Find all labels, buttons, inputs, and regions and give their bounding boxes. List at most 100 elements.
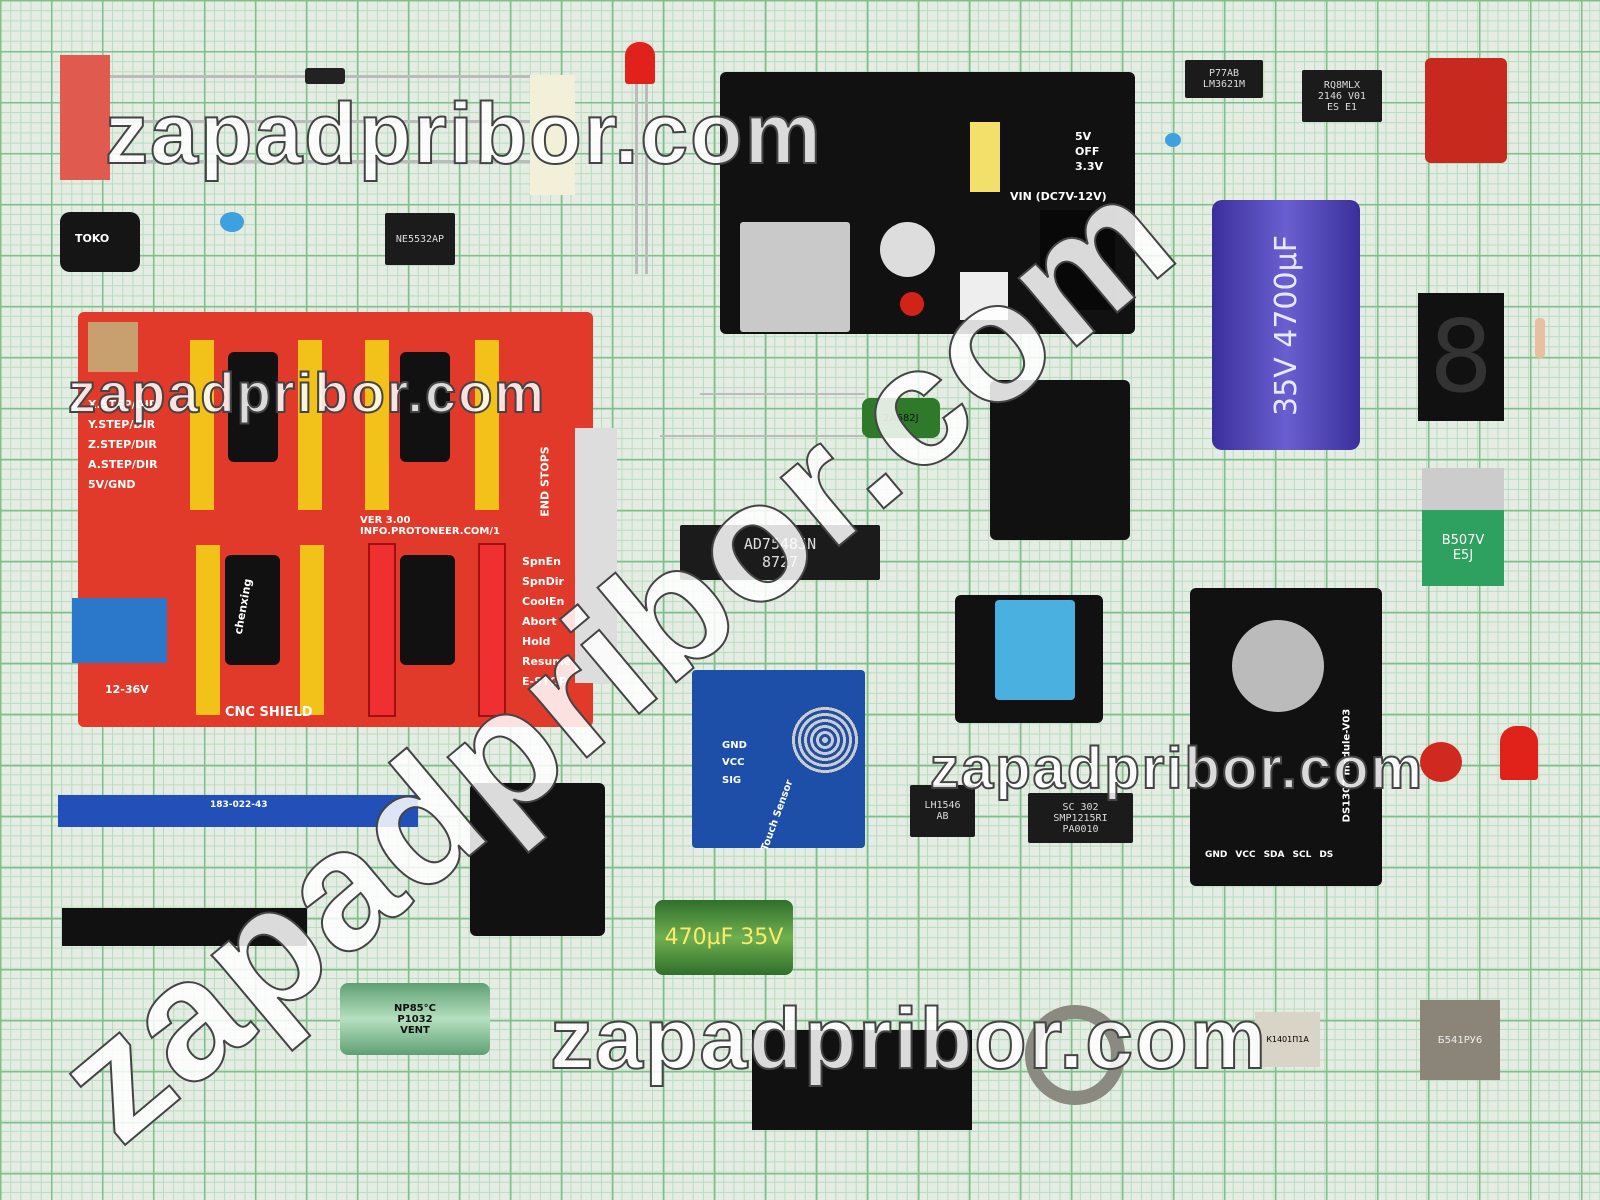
header-yellow bbox=[196, 545, 220, 715]
watermark-middle-right: zapadpribor.com bbox=[929, 735, 1425, 802]
diode bbox=[305, 68, 345, 84]
dht11-sensor bbox=[995, 600, 1075, 700]
reset-button bbox=[88, 322, 138, 372]
dc-jack bbox=[1040, 210, 1115, 310]
metal-ic-1: К1401П1А bbox=[1255, 1012, 1320, 1067]
end-stops-label: END STOPS bbox=[538, 446, 552, 517]
resistor-lead bbox=[110, 120, 540, 123]
right-labels: SpnEn SpnDir CoolEn Abort Hold Resume E-… bbox=[522, 552, 571, 692]
capacitor-np: NP85°C P1032 VENT bbox=[340, 983, 490, 1055]
smd-ic-smp1215: SC 302 SMP1215RI PA0010 bbox=[1028, 793, 1133, 843]
inductor-label: TOKO bbox=[75, 232, 110, 245]
header-yellow bbox=[475, 340, 499, 510]
vin-label: VIN (DC7V-12V) bbox=[1010, 190, 1107, 203]
header-red bbox=[478, 543, 506, 717]
edge-connector-label: 183-022-43 bbox=[210, 800, 268, 810]
power-label-5v: 5V bbox=[1075, 130, 1092, 143]
led-leads bbox=[645, 84, 648, 274]
rtc-pin-ds: DS bbox=[1319, 850, 1334, 860]
inductor bbox=[60, 212, 140, 272]
smd-ic-lm3621: P77AB LM3621M bbox=[1185, 60, 1263, 98]
jumper-yellow bbox=[970, 122, 1000, 192]
terminal-block bbox=[72, 598, 167, 663]
red-led bbox=[625, 42, 655, 84]
metal-ic-2-label: Б541РУ6 bbox=[1437, 1034, 1483, 1046]
label-coolen: CoolEn bbox=[522, 595, 565, 608]
red-led-2 bbox=[1500, 726, 1538, 780]
transistor-b507: B507V E5J bbox=[1422, 510, 1504, 586]
header-yellow bbox=[190, 340, 214, 510]
transistor-label: B507V E5J bbox=[1441, 533, 1485, 563]
electrolytic-cap bbox=[880, 222, 935, 277]
label-estop: E-STOP bbox=[522, 675, 567, 688]
shield-title: CNC SHIELD bbox=[225, 705, 313, 720]
power-label-3v3: 3.3V bbox=[1075, 160, 1103, 173]
touch-pin-gnd: GND bbox=[722, 740, 747, 751]
touch-pin-sig: SIG bbox=[722, 775, 742, 786]
label-hold: Hold bbox=[522, 635, 551, 648]
header-red bbox=[368, 543, 396, 717]
usb-port bbox=[740, 222, 850, 332]
driver-cap bbox=[228, 352, 278, 462]
coin-cell bbox=[1232, 620, 1324, 712]
header-yellow bbox=[300, 545, 324, 715]
label-abort: Abort bbox=[522, 615, 557, 628]
ceramic-cap-blue bbox=[220, 212, 244, 232]
optocoupler: LH1546 AB bbox=[910, 785, 975, 837]
opamp-ic: NE5532AP bbox=[385, 213, 455, 265]
capacitor-470uf: 470µF 35V bbox=[655, 900, 793, 975]
shield-version: VER 3.00 INFO.PROTONEER.COM/1 bbox=[360, 515, 500, 537]
resistor-lead bbox=[110, 160, 540, 163]
label-x: X.STEP/DIR bbox=[88, 398, 158, 411]
stepper-driver bbox=[990, 380, 1130, 540]
ceramic-cap-small bbox=[1165, 133, 1181, 147]
smd-ic-rq8mlx: RQ8MLX 2146 V01 ES E1 bbox=[1302, 70, 1382, 122]
pin-header-white bbox=[575, 428, 617, 683]
film-cap-label: 2A682J bbox=[883, 412, 919, 424]
rtc-pin-vcc: VCC bbox=[1235, 850, 1256, 860]
driver-cap bbox=[400, 352, 450, 462]
power-label-off: OFF bbox=[1075, 145, 1100, 158]
label-spndir: SpnDir bbox=[522, 575, 564, 588]
led-socket-board bbox=[470, 783, 605, 936]
film-cap-lead bbox=[660, 435, 865, 437]
led-leads bbox=[635, 84, 638, 274]
resistor-small bbox=[1535, 318, 1545, 358]
label-z: Z.STEP/DIR bbox=[88, 438, 157, 451]
watermark-top: zapadpribor.com bbox=[104, 85, 824, 183]
rtc-pin-gnd: GND bbox=[1205, 850, 1228, 860]
header-yellow bbox=[298, 340, 322, 510]
power-led bbox=[900, 292, 924, 316]
driver-cap bbox=[225, 555, 280, 665]
dip-socket bbox=[752, 1030, 972, 1130]
metal-ic-2: Б541РУ6 bbox=[1420, 1000, 1500, 1080]
watermark-shield: zapadpribor.com bbox=[67, 360, 547, 425]
rtc-pins: GND VCC SDA SCL DS bbox=[1205, 850, 1333, 860]
shield-voltage: 12-36V bbox=[105, 683, 149, 696]
transistor-tab bbox=[1422, 468, 1504, 510]
label-resume: Resume bbox=[522, 655, 572, 668]
np-cap-label: NP85°C P1032 VENT bbox=[394, 1002, 436, 1036]
resistor-tape bbox=[60, 55, 110, 180]
capacitor-4700uf: 35V 4700µF bbox=[1212, 200, 1360, 450]
label-a: A.STEP/DIR bbox=[88, 458, 158, 471]
capacitor-label: 35V 4700µF bbox=[1268, 234, 1304, 416]
rtc-pin-sda: SDA bbox=[1263, 850, 1285, 860]
tape-right bbox=[530, 75, 575, 195]
rtc-pin-scl: SCL bbox=[1292, 850, 1312, 860]
label-y: Y.STEP/DIR bbox=[88, 418, 156, 431]
label-spnen: SpnEn bbox=[522, 555, 561, 568]
edge-connector bbox=[58, 795, 418, 827]
header-yellow bbox=[365, 340, 389, 510]
film-cap-red bbox=[1425, 58, 1507, 163]
red-ceramic-cap bbox=[1420, 742, 1462, 782]
touch-pin-vcc: VCC bbox=[722, 757, 745, 768]
female-header bbox=[62, 908, 307, 946]
seven-segment-display: 8 bbox=[1418, 293, 1504, 421]
left-labels: X.STEP/DIR Y.STEP/DIR Z.STEP/DIR A.STEP/… bbox=[88, 395, 158, 495]
capacitor-470-label: 470µF 35V bbox=[664, 925, 784, 950]
dip-ic-ad7548: AD7548JN 8727 bbox=[680, 525, 880, 580]
metal-ic-1-label: К1401П1А bbox=[1266, 1035, 1309, 1044]
film-cap-lead bbox=[700, 393, 865, 395]
